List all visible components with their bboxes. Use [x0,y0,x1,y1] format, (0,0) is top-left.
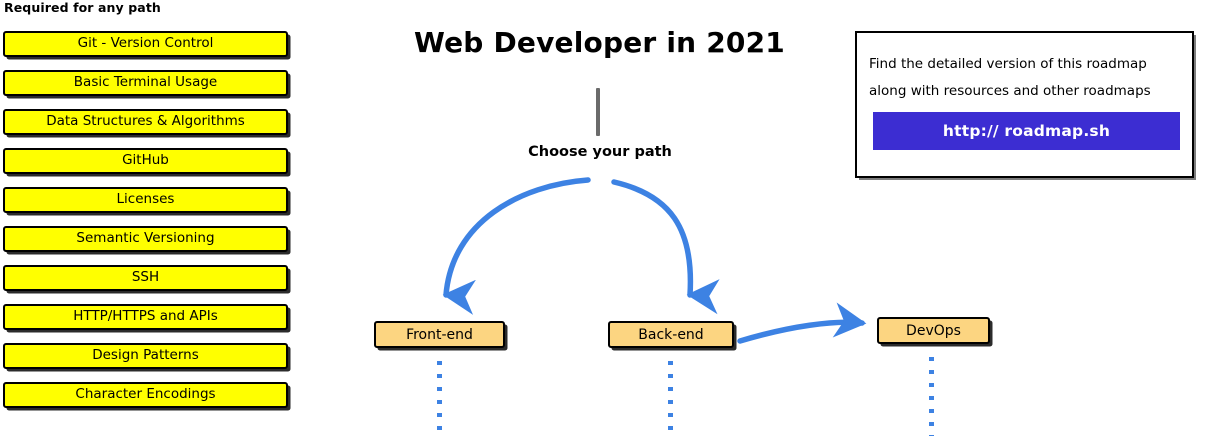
dotted-trail-front-end [437,361,442,436]
required-item-label: Git - Version Control [77,35,214,52]
required-item-label: Data Structures & Algorithms [46,113,245,130]
required-item-label: Semantic Versioning [76,230,215,247]
trunk-connector-line [596,88,600,136]
required-item-semantic-versioning[interactable]: Semantic Versioning [3,226,288,252]
required-item-http-https-apis[interactable]: HTTP/HTTPS and APIs [3,304,288,330]
required-item-label: Design Patterns [92,347,199,364]
required-item-label: SSH [131,269,160,286]
path-box-label: Back-end [638,326,704,343]
path-box-back-end[interactable]: Back-end [608,321,734,348]
path-box-label: DevOps [906,322,961,339]
arrow-to-frontend [442,177,591,315]
choose-your-path-label: Choose your path [528,144,672,160]
info-box: Find the detailed version of this roadma… [855,31,1194,178]
required-item-label: GitHub [122,152,169,169]
path-box-front-end[interactable]: Front-end [374,321,505,348]
required-item-ssh[interactable]: SSH [3,265,288,291]
dotted-trail-back-end [668,361,673,436]
required-item-data-structures-algorithms[interactable]: Data Structures & Algorithms [3,109,288,135]
required-item-label: Licenses [116,191,175,208]
arrow-backend-to-devops [737,302,867,344]
required-item-basic-terminal-usage[interactable]: Basic Terminal Usage [3,70,288,96]
required-item-github[interactable]: GitHub [3,148,288,174]
arrow-to-backend [611,179,720,315]
dotted-trail-devops [929,357,934,436]
required-item-label: Character Encodings [75,386,216,403]
required-items-list: Git - Version Control Basic Terminal Usa… [0,31,300,421]
required-item-label: HTTP/HTTPS and APIs [73,308,218,325]
info-box-line-2: along with resources and other roadmaps [869,83,1151,99]
roadmap-url-button[interactable]: http:// roadmap.sh [873,112,1180,150]
page-title-text: Web Developer in 2021 [414,26,785,59]
path-box-devops[interactable]: DevOps [877,317,990,344]
required-item-character-encodings[interactable]: Character Encodings [3,382,288,408]
required-item-label: Basic Terminal Usage [73,74,218,91]
required-item-licenses[interactable]: Licenses [3,187,288,213]
required-item-design-patterns[interactable]: Design Patterns [3,343,288,369]
info-box-line-1: Find the detailed version of this roadma… [869,56,1147,72]
required-item-git[interactable]: Git - Version Control [3,31,288,57]
roadmap-url-label: http:// roadmap.sh [942,122,1111,140]
required-section-heading: Required for any path [4,0,161,15]
path-box-label: Front-end [406,326,473,343]
